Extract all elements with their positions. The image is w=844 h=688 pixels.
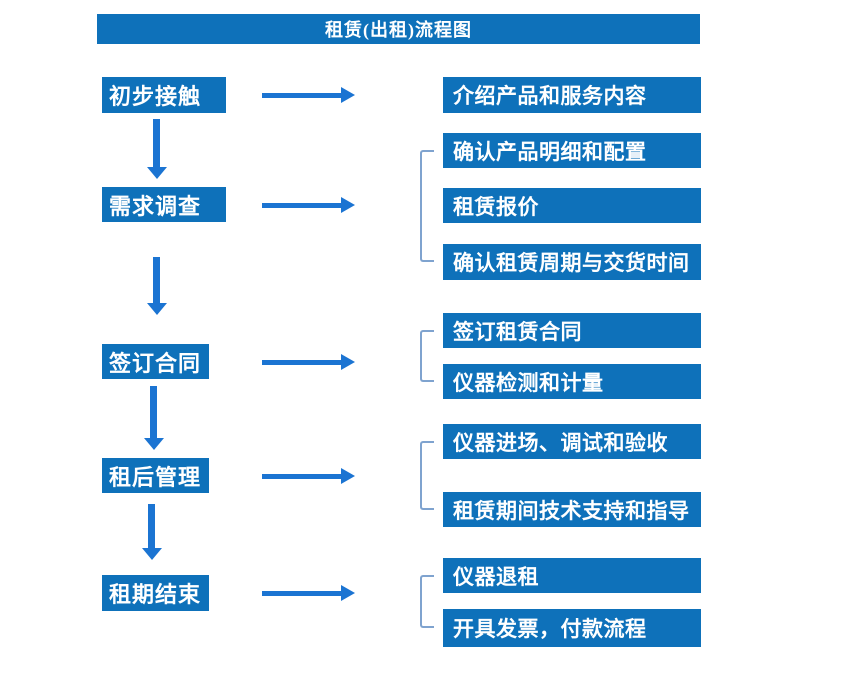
flow-arrow-right-3 <box>262 354 355 370</box>
flow-arrow-right-2 <box>262 197 355 213</box>
detail-instrument-return: 仪器退租 <box>443 558 701 593</box>
arrowhead-down-icon <box>144 438 164 450</box>
flow-arrow-right-4 <box>262 468 355 484</box>
detail-sign-rental-contract: 签订租赁合同 <box>443 313 701 348</box>
step-requirements-survey: 需求调查 <box>102 187 226 222</box>
detail-confirm-period-delivery: 确认租赁周期与交货时间 <box>443 244 701 280</box>
step-sign-contract: 签订合同 <box>102 344 209 379</box>
group-bracket-management <box>420 441 434 510</box>
arrowhead-right-icon <box>341 468 355 484</box>
detail-rental-quotation: 租赁报价 <box>443 188 701 223</box>
detail-instrument-setup-acceptance: 仪器进场、调试和验收 <box>443 424 701 459</box>
flow-arrow-down-4 <box>142 504 162 560</box>
arrowhead-right-icon <box>341 585 355 601</box>
flow-arrow-down-1 <box>147 119 167 179</box>
group-bracket-rental-end <box>420 575 434 628</box>
group-bracket-requirements <box>420 150 434 262</box>
detail-technical-support: 租赁期间技术支持和指导 <box>443 492 701 527</box>
step-post-rental-management: 租后管理 <box>102 458 209 493</box>
arrowhead-down-icon <box>147 167 167 179</box>
step-initial-contact: 初步接触 <box>102 77 226 113</box>
arrowhead-down-icon <box>142 548 162 560</box>
arrowhead-right-icon <box>341 87 355 103</box>
diagram-title: 租赁(出租)流程图 <box>97 14 700 44</box>
flow-arrow-down-2 <box>147 257 167 315</box>
flow-arrow-down-3 <box>144 386 164 450</box>
detail-invoice-payment: 开具发票，付款流程 <box>443 609 701 647</box>
detail-confirm-product-config: 确认产品明细和配置 <box>443 133 701 168</box>
flow-arrow-right-1 <box>262 87 355 103</box>
arrowhead-down-icon <box>147 303 167 315</box>
detail-introduce-products: 介绍产品和服务内容 <box>443 77 701 113</box>
group-bracket-contract <box>420 330 434 382</box>
step-rental-end: 租期结束 <box>102 575 209 611</box>
arrowhead-right-icon <box>341 354 355 370</box>
detail-instrument-testing: 仪器检测和计量 <box>443 364 701 399</box>
arrowhead-right-icon <box>341 197 355 213</box>
flow-arrow-right-5 <box>262 585 355 601</box>
